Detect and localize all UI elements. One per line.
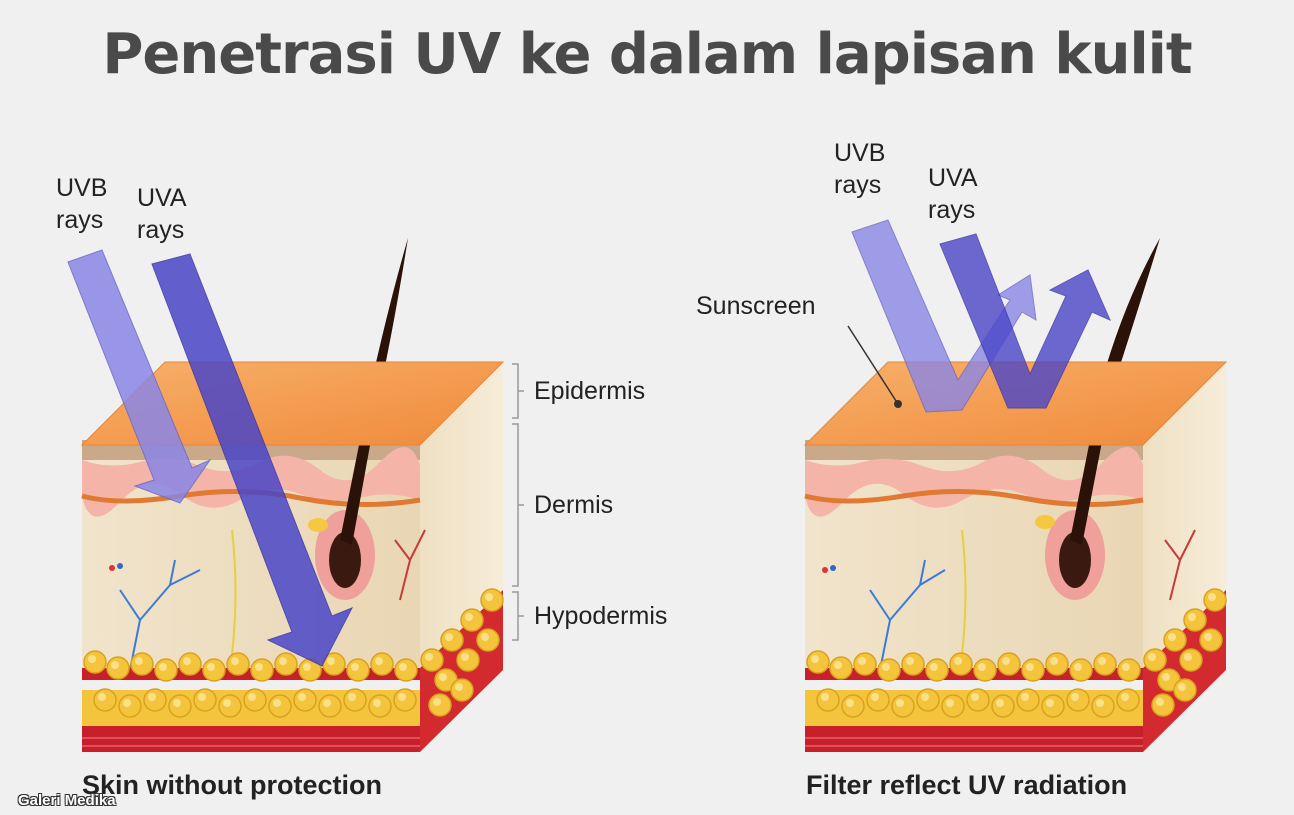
papillary-dermis xyxy=(805,446,1143,517)
muscle-layer xyxy=(82,726,420,752)
hair-shaft xyxy=(1070,238,1160,545)
uva-label-line1: UVA xyxy=(137,184,187,212)
layer-brackets xyxy=(512,363,524,641)
uvb-label-line1: UVB xyxy=(834,139,886,167)
uvb-label-line2: rays xyxy=(56,206,104,234)
uva-arrow-right-reflected xyxy=(939,233,1111,409)
uvb-arrow-left xyxy=(67,249,212,504)
uva-label-right: UVA rays xyxy=(928,162,978,226)
credit-watermark: Galeri Medika xyxy=(18,792,116,809)
uvb-label-line2: rays xyxy=(834,171,882,199)
muscle-layer xyxy=(805,726,1143,752)
epidermis-top-face xyxy=(82,362,503,445)
uvb-label-left: UVB rays xyxy=(56,172,107,236)
sunscreen-pointer xyxy=(847,325,902,408)
label-sunscreen: Sunscreen xyxy=(696,292,816,320)
uva-label-line1: UVA xyxy=(928,164,978,192)
label-dermis: Dermis xyxy=(534,491,614,519)
uva-arrow-left xyxy=(151,253,354,667)
uva-label-left: UVA rays xyxy=(137,182,187,246)
label-hypodermis: Hypodermis xyxy=(534,602,668,630)
left-skin-block xyxy=(80,238,505,752)
blood-vessel xyxy=(869,559,946,671)
uvb-label-line1: UVB xyxy=(56,174,108,202)
uvb-label-right: UVB rays xyxy=(834,137,885,201)
uva-label-line2: rays xyxy=(928,196,976,224)
caption-right: Filter reflect UV radiation xyxy=(806,770,1128,800)
label-epidermis: Epidermis xyxy=(534,377,646,405)
uva-label-line2: rays xyxy=(137,216,185,244)
blood-vessel xyxy=(119,559,201,671)
caption-left: Skin without protection xyxy=(82,770,382,800)
diagram-title: Penetrasi UV ke dalam lapisan kulit xyxy=(102,22,1192,87)
